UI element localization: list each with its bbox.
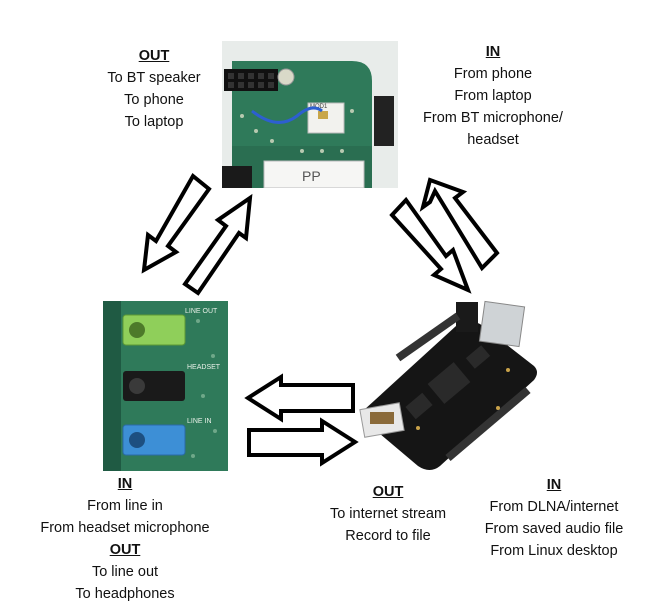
module-chip-text: MOD1: [310, 104, 328, 110]
left-out-line: To headphones: [75, 586, 175, 602]
top-in-label: IN From phone From laptop From BT microp…: [408, 41, 578, 151]
mid-out-line: Record to file: [345, 528, 431, 544]
left-out-heading: OUT: [109, 542, 141, 558]
arrow-main-to-bt: [419, 177, 500, 272]
mid-out-heading: OUT: [372, 484, 404, 500]
top-out-line: To phone: [124, 92, 184, 108]
top-in-line: From phone: [453, 66, 533, 82]
mid-out-label: OUT To internet stream Record to file: [308, 481, 468, 547]
jack-label-line-in: LINE IN: [187, 418, 212, 425]
right-in-line: From DLNA/internet: [489, 499, 619, 515]
arrow-bt-to-main: [389, 196, 472, 294]
top-out-label: OUT To BT speaker To phone To laptop: [84, 45, 224, 133]
right-in-line: From Linux desktop: [490, 543, 618, 559]
top-in-line: From laptop: [454, 88, 532, 104]
arrow-bt-to-audio: [141, 172, 212, 274]
left-out-line: To line out: [91, 564, 159, 580]
main-board-photo: [358, 298, 542, 474]
arrow-main-to-audio: [244, 373, 355, 423]
top-in-heading: IN: [485, 44, 501, 60]
audio-jack-board-photo: LINE OUT HEADSET LINE IN: [103, 301, 228, 471]
bluetooth-module-photo: MOD1 PP: [222, 41, 398, 188]
left-io-label: IN From line in From headset microphone …: [20, 473, 230, 605]
top-out-heading: OUT: [138, 48, 170, 64]
arrow-audio-to-bt: [182, 193, 253, 296]
arrow-audio-to-main: [247, 417, 359, 467]
module-sticker-text: PP: [302, 168, 321, 184]
top-in-line: headset: [467, 132, 519, 148]
top-out-line: To BT speaker: [107, 70, 201, 86]
right-in-heading: IN: [546, 477, 562, 493]
left-in-heading: IN: [117, 476, 133, 492]
top-in-line: From BT microphone/: [423, 110, 563, 126]
mid-out-line: To internet stream: [329, 506, 447, 522]
top-out-line: To laptop: [124, 114, 184, 130]
left-in-line: From headset microphone: [40, 520, 210, 536]
left-in-line: From line in: [87, 498, 163, 514]
right-in-line: From saved audio file: [484, 521, 624, 537]
jack-label-headset: HEADSET: [187, 364, 221, 371]
jack-label-line-out: LINE OUT: [185, 308, 218, 315]
right-in-label: IN From DLNA/internet From saved audio f…: [468, 474, 640, 562]
